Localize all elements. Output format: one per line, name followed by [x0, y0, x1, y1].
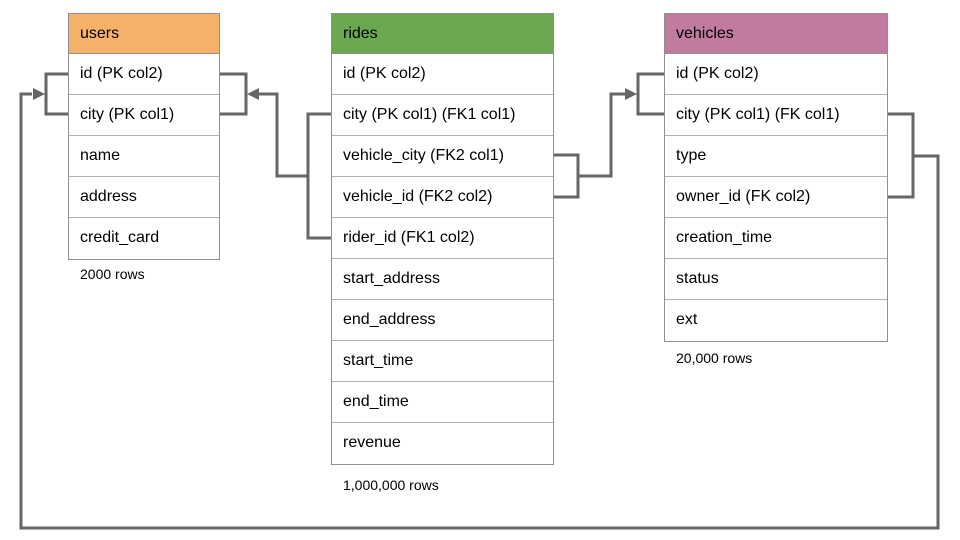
- table-vehicles-column: status: [665, 259, 887, 300]
- users-row-count: 2000 rows: [80, 266, 145, 282]
- table-users-header: users: [69, 14, 219, 54]
- table-vehicles-column: owner_id (FK col2): [665, 177, 887, 218]
- table-rides-column: rider_id (FK1 col2): [332, 218, 553, 259]
- arrow-into-users-left-icon: [33, 88, 45, 100]
- table-rides-column: vehicle_city (FK2 col1): [332, 136, 553, 177]
- table-vehicles-column: id (PK col2): [665, 54, 887, 95]
- table-rides-column: id (PK col2): [332, 54, 553, 95]
- table-vehicles-column: city (PK col1) (FK col1): [665, 95, 887, 136]
- table-vehicles-header: vehicles: [665, 14, 887, 54]
- arrow-into-vehicles-left-icon: [625, 88, 637, 100]
- table-vehicles-column: ext: [665, 300, 887, 341]
- table-rides: rides id (PK col2) city (PK col1) (FK1 c…: [331, 13, 554, 465]
- table-rides-column: revenue: [332, 423, 553, 464]
- vehicles-to-users-connector: [19, 92, 940, 530]
- table-users-column: city (PK col1): [69, 95, 219, 136]
- rides-to-users-connector: [258, 92, 308, 178]
- arrow-into-users-right-icon: [247, 88, 259, 100]
- table-users-column: id (PK col2): [69, 54, 219, 95]
- users-left-bracket: [44, 72, 68, 116]
- table-rides-column: end_address: [332, 300, 553, 341]
- table-rides-column: vehicle_id (FK2 col2): [332, 177, 553, 218]
- rides-left-bracket: [306, 112, 331, 240]
- table-rides-column: start_address: [332, 259, 553, 300]
- table-rides-column: start_time: [332, 341, 553, 382]
- vehicles-row-count: 20,000 rows: [676, 350, 753, 366]
- table-users-column: credit_card: [69, 218, 219, 259]
- vehicles-right-bracket: [888, 112, 915, 199]
- table-rides-column: end_time: [332, 382, 553, 423]
- table-vehicles-column: creation_time: [665, 218, 887, 259]
- table-vehicles: vehicles id (PK col2) city (PK col1) (FK…: [664, 13, 888, 342]
- table-users-column: name: [69, 136, 219, 177]
- table-rides-header: rides: [332, 14, 553, 54]
- vehicles-left-bracket: [636, 72, 664, 116]
- table-rides-column: city (PK col1) (FK1 col1): [332, 95, 553, 136]
- rides-to-vehicles-connector: [578, 92, 626, 178]
- rides-row-count: 1,000,000 rows: [343, 477, 439, 493]
- table-vehicles-column: type: [665, 136, 887, 177]
- users-right-bracket: [220, 72, 248, 116]
- table-users: users id (PK col2) city (PK col1) name a…: [68, 13, 220, 260]
- rides-right-bracket: [554, 153, 580, 199]
- table-users-column: address: [69, 177, 219, 218]
